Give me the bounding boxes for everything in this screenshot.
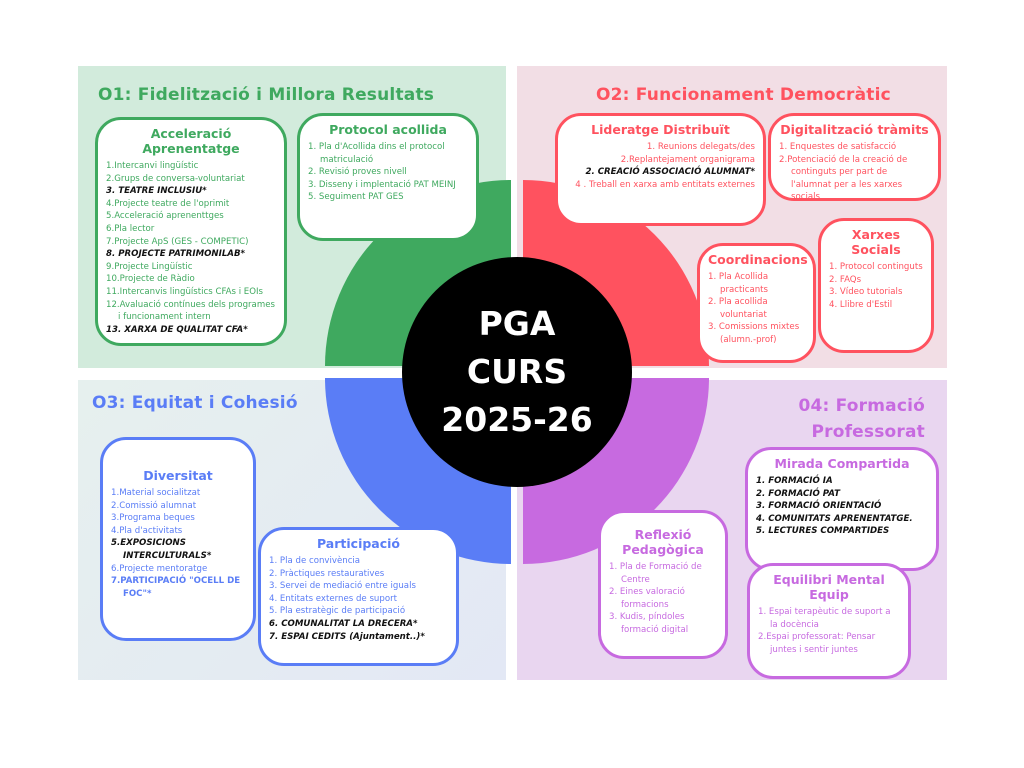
panel-title-o2: O2: Funcionament Democràtic — [596, 85, 891, 105]
center-circle: PGA CURS 2025-26 — [402, 257, 632, 487]
box-title: Acceleració Aprenentatge — [142, 126, 240, 156]
list-item: 1. Enquestes de satisfacció — [779, 142, 897, 152]
list-item: 2.Grups de conversa-voluntariat — [106, 173, 245, 184]
list-item: 5.EXPOSICIONS INTERCULTURALS* — [111, 538, 212, 561]
box-title: Protocol acollida — [329, 122, 447, 137]
list-item: 3. Servei de mediació entre iguals — [269, 581, 416, 592]
item-list: 1.Material socialitzat 2.Comissió alumnat… — [111, 487, 245, 600]
box-reflexio: Reflexió Pedagògica 1. Pla de Formació de… — [598, 510, 728, 659]
list-item: 3. FORMACIÓ ORIENTACIÓ — [756, 501, 882, 512]
box-title: Digitalització tràmits — [780, 122, 929, 137]
list-item: 1. Pla Acollida practicants — [708, 272, 769, 295]
list-item: 1. Reunions delegats/des — [646, 142, 755, 152]
list-item: 7.Projecte ApS (GES - COMPETIC) — [106, 236, 249, 247]
item-list: 1. FORMACIÓ IA 2. FORMACIÓ PAT 3. FORMACIÓ… — [756, 475, 928, 538]
box-equilibri: Equilibri Mental Equip 1. Espai terapèuti… — [747, 563, 911, 679]
center-line-2: CURS — [466, 352, 568, 391]
list-item: 2.Comissió alumnat — [111, 500, 197, 511]
item-list: 1. Pla de convivència 2. Pràctiques resta… — [269, 555, 448, 643]
list-item: 1. Pla de Formació de Centre — [609, 562, 702, 585]
box-title: Mirada Compartida — [774, 456, 910, 471]
box-title: Reflexió Pedagògica — [622, 527, 704, 557]
list-item: 2. Pràctiques restauratives — [269, 568, 385, 579]
list-item: 12.Avaluació contínues dels programes i … — [106, 299, 275, 323]
list-item: 2. Eines valoració formacions — [609, 587, 685, 610]
list-item: 2. FAQs — [829, 274, 862, 285]
list-item: 4 . Treball en xarxa amb entitats extern… — [575, 179, 755, 190]
box-title: Equilibri Mental Equip — [773, 572, 885, 602]
list-item: 13. XARXA DE QUALITAT CFA* — [106, 324, 248, 335]
list-item: 6.Pla lector — [106, 223, 155, 234]
list-item: 2.Espai professorat: Pensar juntes i sen… — [758, 632, 876, 655]
box-coordinacions: Coordinacions 1. Pla Acollida practicants… — [697, 243, 816, 363]
list-item: 3. TEATRE INCLUSIU* — [106, 186, 207, 197]
box-title: Xarxes Socials — [851, 227, 901, 257]
panel-title-o3: O3: Equitat i Cohesió — [92, 393, 298, 413]
list-item: 6.Projecte mentoratge — [111, 563, 208, 574]
list-item: 2.Potenciació de la creació de contingut… — [779, 154, 908, 201]
list-item: 1. FORMACIÓ IA — [756, 476, 833, 486]
list-item: 5. LECTURES COMPARTIDES — [756, 526, 890, 537]
item-list: 1. Protocol continguts 2. FAQs 3. Vídeo tu… — [829, 261, 923, 311]
list-item: 4. Llibre d'Estil — [829, 299, 893, 310]
list-item: 8. PROJECTE PATRIMONILAB* — [106, 249, 245, 260]
center-line-1: PGA — [478, 304, 556, 343]
list-item: 2. Pla acollida voluntariat — [708, 297, 768, 320]
panel-title-o4: 04: Formació Professorat — [798, 396, 925, 442]
list-item: 6. COMUNALITAT LA DRECERA* — [269, 618, 418, 629]
box-participacio: Participació 1. Pla de convivència 2. Pràc… — [258, 527, 459, 666]
list-item: 5. Seguiment PAT GES — [308, 192, 404, 203]
box-title: Coordinacions — [708, 252, 808, 267]
item-list: 1. Reunions delegats/des 2.Replantejament… — [566, 141, 755, 191]
list-item: 7.PARTICIPACIÓ "OCELL DE FOC"* — [111, 576, 241, 599]
box-digitalitzacio: Digitalització tràmits 1. Enquestes de sa… — [768, 113, 941, 201]
list-item: 10.Projecte de Ràdio — [106, 274, 195, 285]
list-item: 1.Material socialitzat — [111, 488, 201, 498]
box-diversitat: Diversitat 1.Material socialitzat 2.Comiss… — [100, 437, 256, 641]
item-list: 1. Enquestes de satisfacció 2.Potenciació… — [779, 141, 930, 201]
list-item: 4.Projecte teatre de l'oprimit — [106, 198, 230, 209]
list-item: 9.Projecte Lingüístic — [106, 261, 193, 272]
list-item: 1.Intercanvi lingüístic — [106, 161, 199, 171]
list-item: 4. Entitats externes de suport — [269, 593, 397, 604]
list-item: 3. Vídeo tutorials — [829, 287, 903, 298]
list-item: 5.Acceleració aprenenttges — [106, 211, 224, 222]
list-item: 3. Comissions mixtes (alumn.-prof) — [708, 322, 800, 345]
box-protocol: Protocol acollida 1. Pla d'Acollida dins … — [297, 113, 479, 241]
list-item: 3. Disseny i implentació PAT MEINJ — [308, 179, 456, 190]
list-item: 3.Programa beques — [111, 513, 195, 524]
item-list: 1. Pla d'Acollida dins el protocol matri… — [308, 141, 468, 204]
box-title: Diversitat — [143, 468, 213, 483]
list-item: 7. ESPAI CEDITS (Ajuntament..)* — [269, 631, 425, 642]
list-item: 1. Pla d'Acollida dins el protocol matri… — [308, 142, 445, 165]
list-item: 2. FORMACIÓ PAT — [756, 488, 840, 499]
item-list: 1. Espai terapèutic de suport a la docèn… — [758, 606, 900, 656]
list-item: 1. Espai terapèutic de suport a la docèn… — [758, 607, 891, 630]
box-mirada: Mirada Compartida 1. FORMACIÓ IA 2. FORMAC… — [745, 447, 939, 571]
center-line-3: 2025-26 — [441, 400, 593, 439]
list-item: 2. CREACIÓ ASSOCIACIÓ ALUMNAT* — [585, 167, 755, 178]
box-title: Lideratge Distribuït — [591, 122, 730, 137]
list-item: 4.Pla d'activitats — [111, 525, 183, 536]
item-list: 1.Intercanvi lingüístic 2.Grups de conver… — [106, 160, 276, 336]
box-xarxes: Xarxes Socials 1. Protocol continguts 2. F… — [818, 218, 934, 353]
list-item: 1. Protocol continguts — [829, 262, 923, 272]
list-item: 2. Revisió proves nivell — [308, 167, 407, 178]
box-acceleracio: Acceleració Aprenentatge 1.Intercanvi lin… — [95, 117, 287, 346]
panel-title-o1: O1: Fidelització i Millora Resultats — [98, 85, 435, 105]
list-item: 5. Pla estratègic de participació — [269, 606, 406, 617]
list-item: 2.Replantejament organigrama — [620, 154, 755, 165]
list-item: 4. COMUNITATS APRENENTATGE. — [756, 513, 913, 524]
box-title: Participació — [316, 536, 401, 551]
list-item: 3. Kudis, píndoles formació digital — [609, 612, 689, 635]
box-lideratge: Lideratge Distribuït 1. Reunions delegats… — [555, 113, 766, 226]
list-item: 1. Pla de convivència — [269, 556, 361, 566]
list-item: 11.Intercanvis lingüístics CFAs i EOIs — [106, 286, 264, 297]
